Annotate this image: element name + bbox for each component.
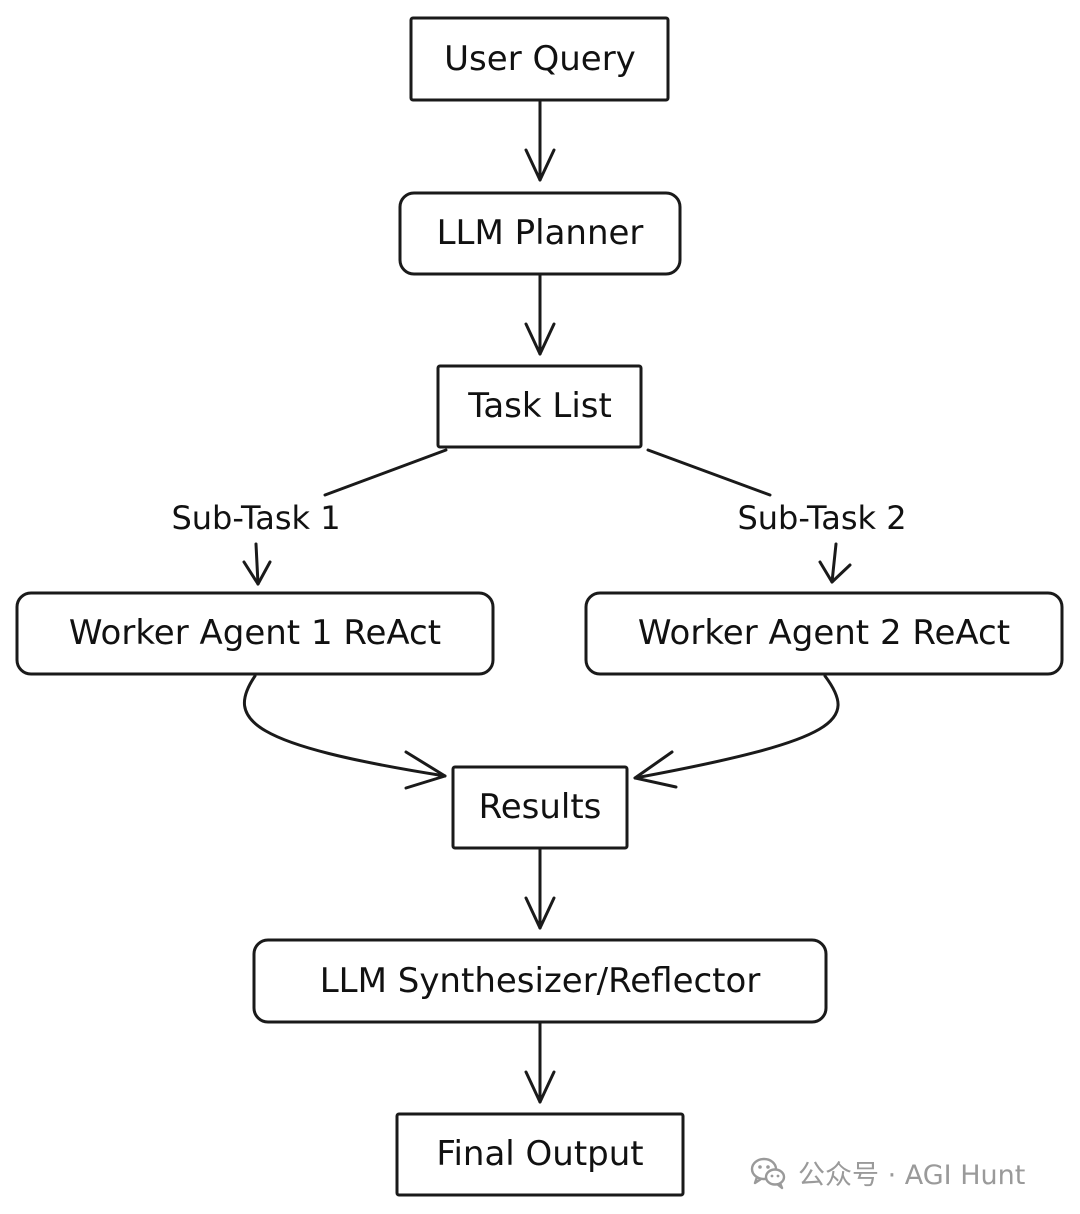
edge-worker-2-to-results xyxy=(633,674,840,789)
synthesizer-label: LLM Synthesizer/Reflector xyxy=(320,961,761,1001)
edge-sub-task-2-to-worker-2 xyxy=(818,542,852,584)
watermark: 公众号 · AGI Hunt xyxy=(748,1150,1025,1194)
node-synthesizer: LLM Synthesizer/Reflector xyxy=(252,938,828,1024)
node-final-output: Final Output xyxy=(395,1112,685,1197)
sub-task-1-label: Sub-Task 1 xyxy=(171,499,340,537)
user-query-label: User Query xyxy=(444,39,636,79)
results-label: Results xyxy=(479,787,602,827)
wechat-icon xyxy=(750,1157,786,1190)
edge-planner-to-task-list xyxy=(524,272,556,356)
worker-agent-1-label: Worker Agent 1 ReAct xyxy=(69,613,441,653)
edges xyxy=(242,98,852,1104)
sub-task-2-label: Sub-Task 2 xyxy=(737,499,906,537)
node-worker-agent-1: Worker Agent 1 ReAct xyxy=(15,591,495,676)
node-user-query: User Query xyxy=(409,16,670,102)
worker-agent-2-label: Worker Agent 2 ReAct xyxy=(638,613,1010,653)
watermark-text: 公众号 · AGI Hunt xyxy=(798,1159,1026,1191)
task-list-label: Task List xyxy=(467,386,612,426)
node-results: Results xyxy=(451,765,629,850)
node-worker-agent-2: Worker Agent 2 ReAct xyxy=(584,591,1064,676)
final-output-label: Final Output xyxy=(436,1134,643,1174)
edge-worker-1-to-results xyxy=(242,674,447,790)
edge-results-to-synthesizer xyxy=(524,846,556,930)
node-llm-planner: LLM Planner xyxy=(398,191,682,276)
edge-user-query-to-planner xyxy=(524,98,556,182)
edge-task-list-to-sub-task-2 xyxy=(646,448,772,497)
edge-synthesizer-to-final-output xyxy=(524,1020,556,1104)
node-task-list: Task List xyxy=(436,364,643,449)
llm-planner-label: LLM Planner xyxy=(437,213,644,253)
edge-task-list-to-sub-task-1 xyxy=(323,448,448,497)
edge-sub-task-1-to-worker-1 xyxy=(242,542,272,586)
